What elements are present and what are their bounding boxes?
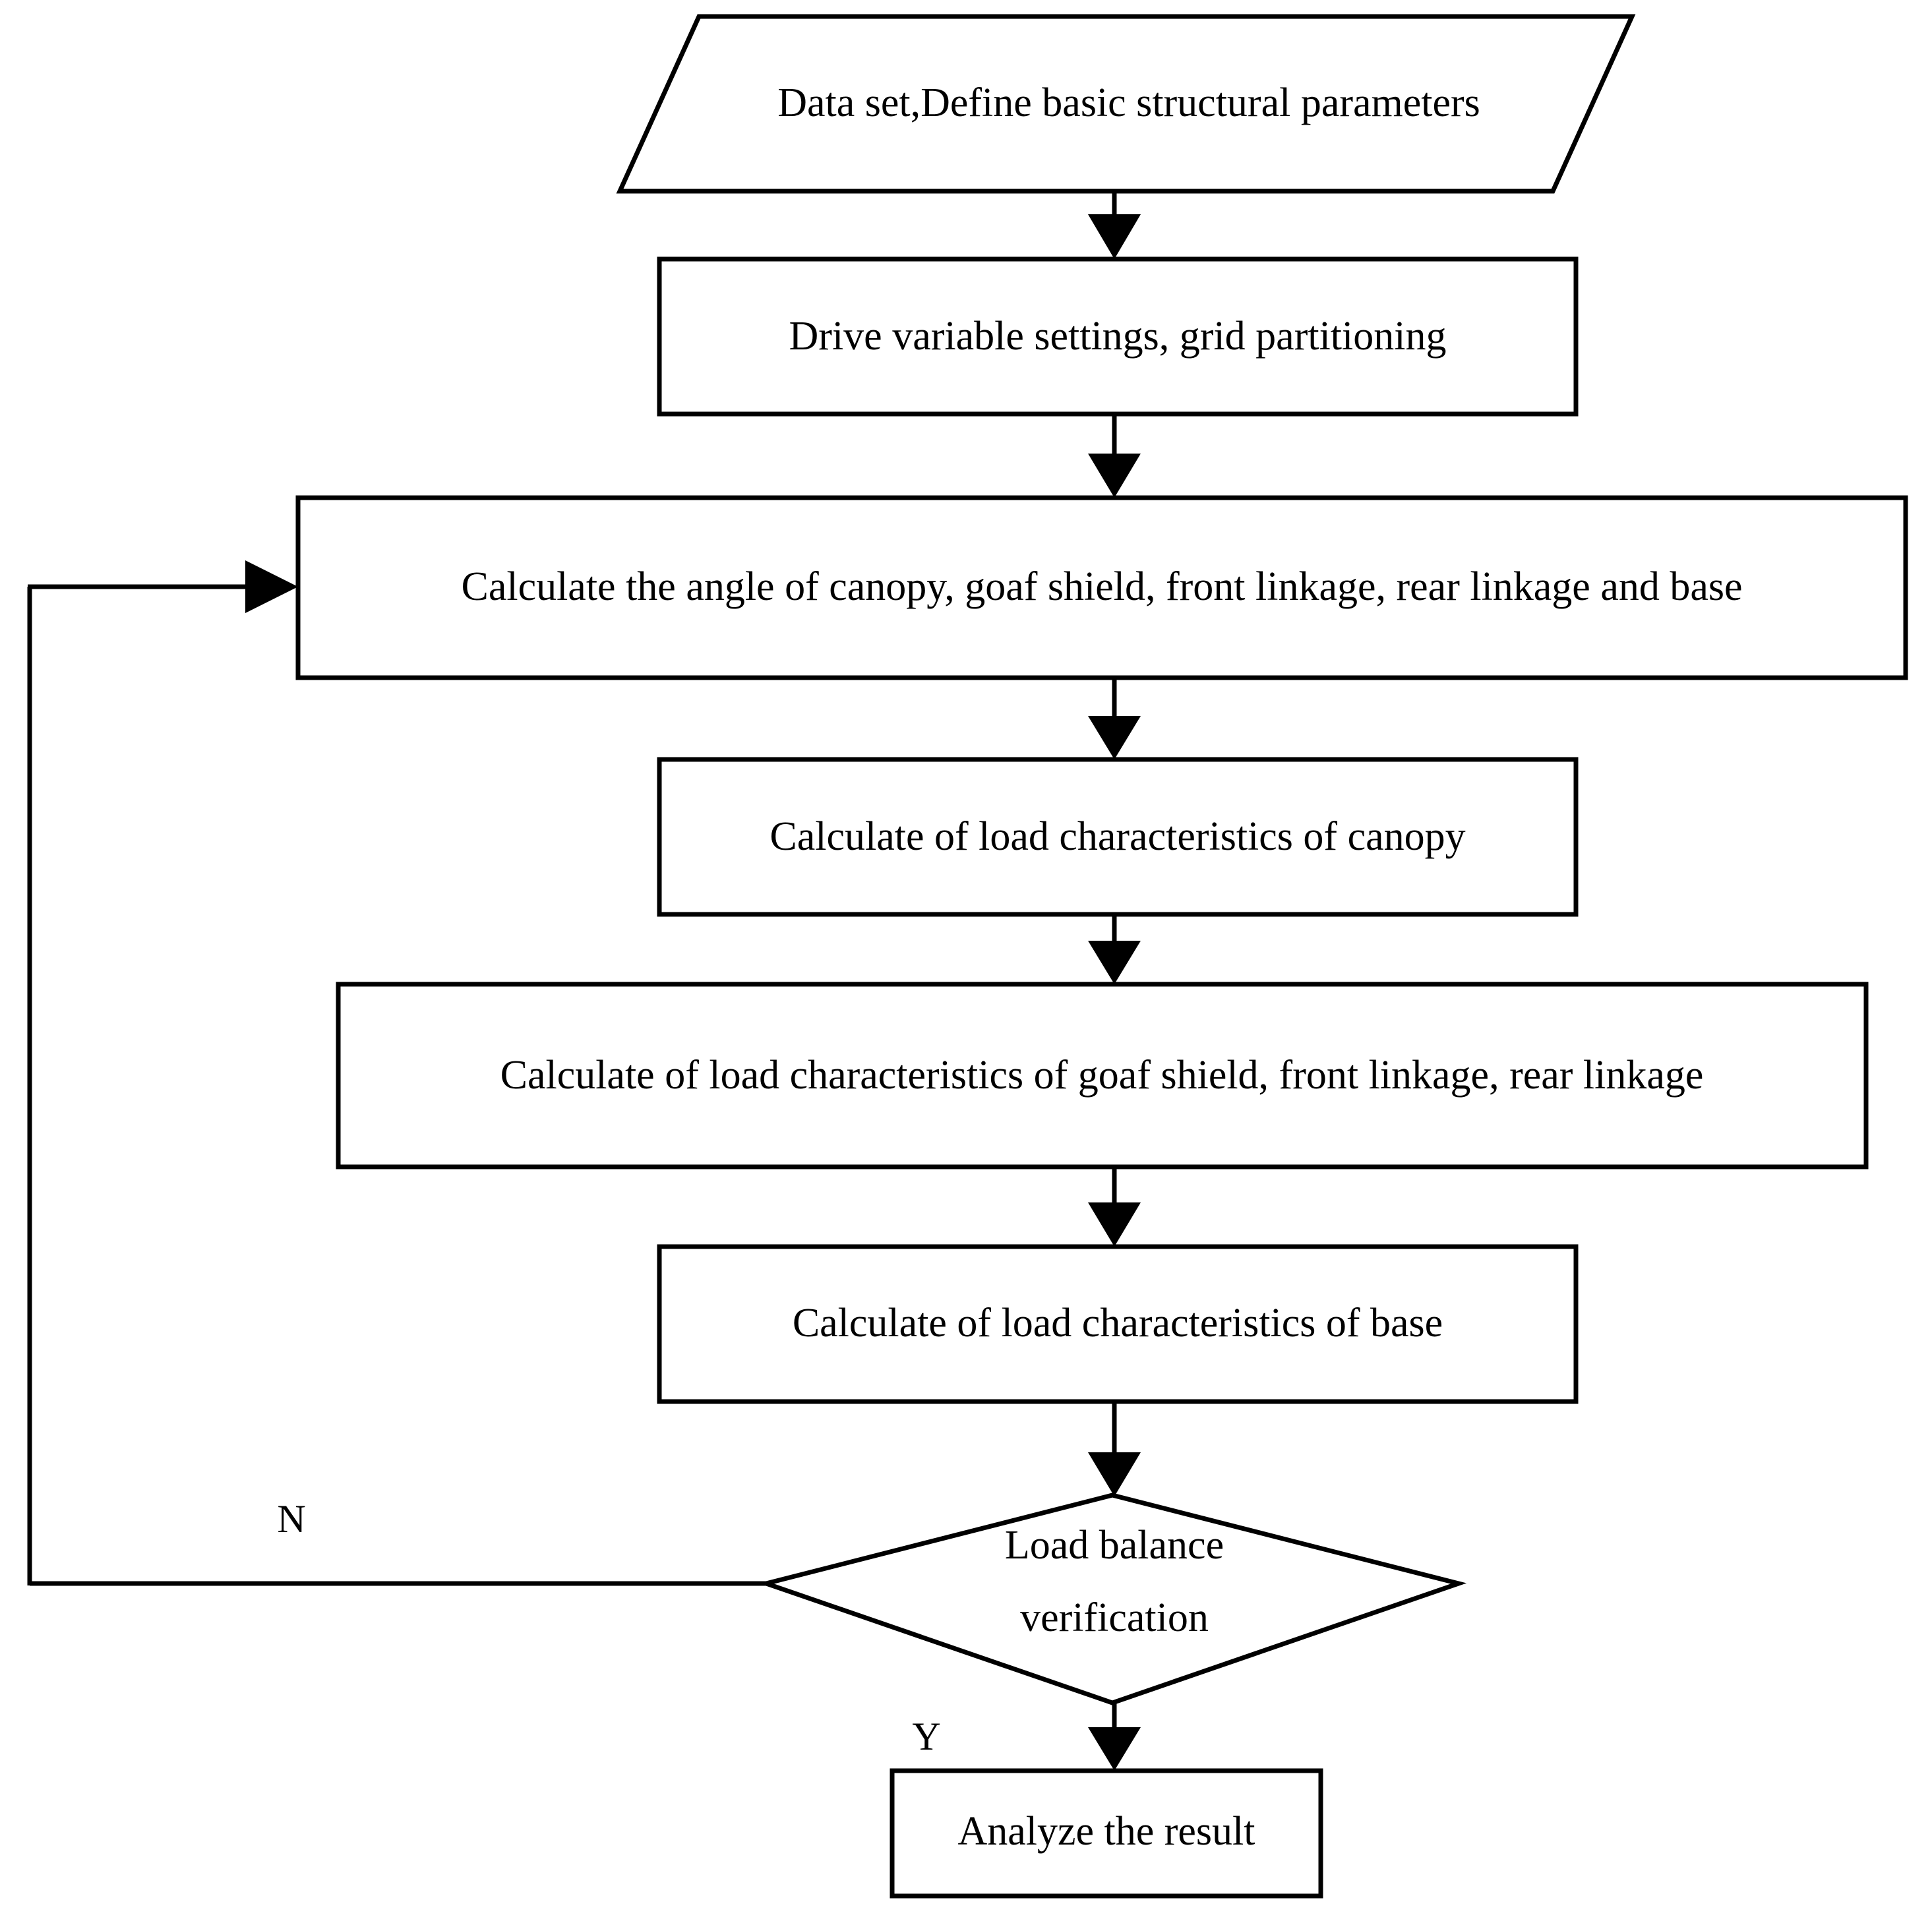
arrow-head-down-icon bbox=[1088, 1452, 1141, 1496]
node-result[interactable]: Analyze the result bbox=[890, 1768, 1323, 1899]
branch-label-yes: Y bbox=[912, 1715, 940, 1758]
arrow-head-down-icon bbox=[1088, 214, 1141, 259]
edge-base-to-decision bbox=[1088, 1402, 1141, 1496]
arrow-head-down-icon bbox=[1088, 1727, 1141, 1771]
node-angles[interactable]: Calculate the angle of canopy, goaf shie… bbox=[295, 495, 1908, 680]
node-setup[interactable]: Drive variable settings, grid partitioni… bbox=[657, 256, 1579, 417]
node-base-load-label: Calculate of load characteristics of bas… bbox=[793, 1301, 1443, 1346]
arrow-head-down-icon bbox=[1088, 1202, 1141, 1247]
edge-angles-to-canopy bbox=[1088, 678, 1141, 759]
node-shield-load[interactable]: Calculate of load characteristics of goa… bbox=[336, 982, 1869, 1169]
node-input-label: Data set,Define basic structural paramet… bbox=[777, 80, 1480, 125]
rectangle-shape bbox=[336, 982, 1869, 1169]
rectangle-shape bbox=[657, 757, 1579, 917]
rectangle-shape bbox=[295, 495, 1908, 680]
node-canopy-load[interactable]: Calculate of load characteristics of can… bbox=[657, 757, 1579, 917]
node-canopy-load-label: Calculate of load characteristics of can… bbox=[770, 814, 1465, 859]
edge-input-to-setup bbox=[1088, 191, 1141, 259]
edge-shield-to-base bbox=[1088, 1167, 1141, 1247]
arrow-head-right-icon bbox=[245, 560, 298, 613]
node-result-label: Analyze the result bbox=[957, 1809, 1255, 1854]
edge-decision-no-to-angles bbox=[27, 560, 766, 1586]
edge-decision-yes-to-result bbox=[1088, 1703, 1141, 1771]
node-decision[interactable]: Load balance verification bbox=[758, 1493, 1467, 1705]
arrow-head-down-icon bbox=[1088, 716, 1141, 759]
node-shield-load-label: Calculate of load characteristics of goa… bbox=[500, 1053, 1704, 1098]
node-input[interactable]: Data set,Define basic structural paramet… bbox=[616, 14, 1636, 194]
parallelogram-shape bbox=[616, 14, 1636, 194]
edge-canopy-to-shield bbox=[1088, 914, 1141, 984]
edge-setup-to-angles bbox=[1088, 414, 1141, 498]
node-setup-label: Drive variable settings, grid partitioni… bbox=[789, 314, 1447, 359]
rectangle-shape bbox=[657, 1244, 1579, 1404]
rectangle-shape bbox=[657, 256, 1579, 417]
rectangle-shape bbox=[890, 1768, 1323, 1899]
node-angles-label: Calculate the angle of canopy, goaf shie… bbox=[461, 564, 1742, 609]
arrow-head-down-icon bbox=[1088, 454, 1141, 498]
branch-label-no: N bbox=[277, 1497, 305, 1541]
arrow-head-down-icon bbox=[1088, 941, 1141, 984]
node-base-load[interactable]: Calculate of load characteristics of bas… bbox=[657, 1244, 1579, 1404]
node-decision-label-line2: verification bbox=[1020, 1595, 1209, 1640]
node-decision-label-line1: Load balance bbox=[1005, 1523, 1224, 1568]
